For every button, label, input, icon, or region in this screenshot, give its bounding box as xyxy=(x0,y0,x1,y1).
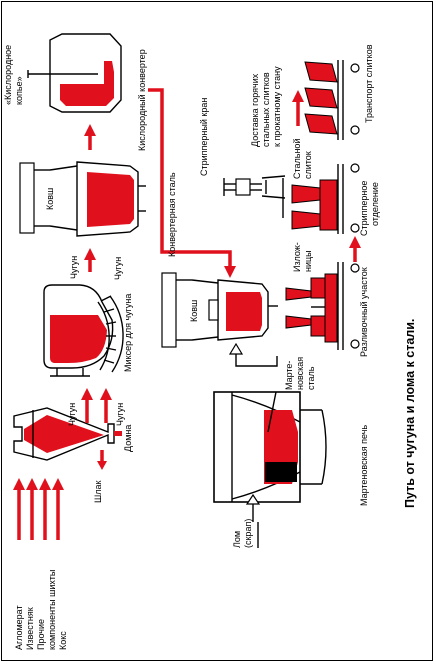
stripper-crane xyxy=(223,175,286,199)
input-agglomerate: Агломерат xyxy=(14,605,24,650)
scrap-label-1: Лом xyxy=(232,531,242,548)
casting-area xyxy=(285,262,360,350)
mixer xyxy=(43,284,124,377)
ladle-bottom-label: Ковш xyxy=(189,300,199,322)
stripper-crane-label: Стрипперный кран xyxy=(199,98,209,176)
scrap-label-2: (скрап) xyxy=(243,519,253,548)
mixer-label: Миксер для чугуна xyxy=(123,294,133,372)
ladle-top-label: Ковш xyxy=(45,188,55,210)
ingot-label-1: Стальной xyxy=(292,139,302,179)
input-components: компоненты шихты xyxy=(47,570,57,650)
input-arrows xyxy=(13,478,64,540)
ladle-to-converter-arrow xyxy=(84,124,96,150)
oxygen-converter xyxy=(27,33,122,113)
input-limestone: Известняк xyxy=(25,607,35,650)
oxygen-lance-label-2: копье» xyxy=(14,76,24,105)
transport-label: Транспорт слитков xyxy=(364,44,374,123)
mixer-iron-out-label: Чугун xyxy=(113,257,123,280)
molds-label-1: Излож- xyxy=(292,242,302,272)
steel-label-3: сталь xyxy=(306,366,316,390)
ingot-label-2: слиток xyxy=(303,151,313,179)
input-labels: Агломерат Известняк Прочие компоненты ши… xyxy=(14,570,68,650)
iron-label-1: Чугун xyxy=(67,403,77,426)
molds-label-2: ницы xyxy=(303,250,313,272)
delivery-label-3: к прокатному стану xyxy=(272,66,282,147)
casting-to-stripper-arrow xyxy=(349,236,361,262)
open-hearth-furnace xyxy=(213,391,327,503)
mixer-arrow xyxy=(84,248,96,272)
blast-furnace-label: Домна xyxy=(123,425,133,452)
open-hearth-label: Мартеновская печь xyxy=(359,425,369,506)
mixer-iron-in-label: Чугун xyxy=(69,256,79,279)
slag-label: Шлак xyxy=(93,480,103,503)
converter-label: Кислородный конвертер xyxy=(137,49,147,151)
hearth-steel-arrow xyxy=(228,342,278,367)
delivery-label-1: Доставка горячих xyxy=(250,73,260,147)
delivery-label-2: стальных слитков xyxy=(261,72,271,147)
ingot-transport xyxy=(304,60,360,140)
oxygen-lance-label-1: «Кислородное xyxy=(3,45,13,105)
scrap-arrow xyxy=(245,493,261,548)
converter-steel-path xyxy=(148,88,236,278)
ladle-bottom xyxy=(161,272,278,348)
input-coke: Кокс xyxy=(58,631,68,650)
blast-furnace xyxy=(13,407,122,470)
steel-label-1: Марте- xyxy=(284,361,294,390)
page-title: Путь от чугуна и лома к стали. xyxy=(403,319,417,508)
steel-label-2: новская xyxy=(295,357,305,390)
casting-area-label: Разливочный участок xyxy=(359,267,369,357)
iron-label-2: Чугун xyxy=(115,403,125,426)
stripper-department xyxy=(282,163,360,234)
stripper-to-transport-arrow xyxy=(292,90,304,126)
input-other: Прочие xyxy=(36,619,46,650)
ladle-top xyxy=(19,161,146,237)
iron-arrows xyxy=(81,388,112,423)
stripper-dept-label-1: Стрипперное xyxy=(359,181,369,236)
converter-steel-label: Конвертерная сталь xyxy=(167,172,177,257)
stripper-dept-label-2: отделение xyxy=(370,182,380,226)
